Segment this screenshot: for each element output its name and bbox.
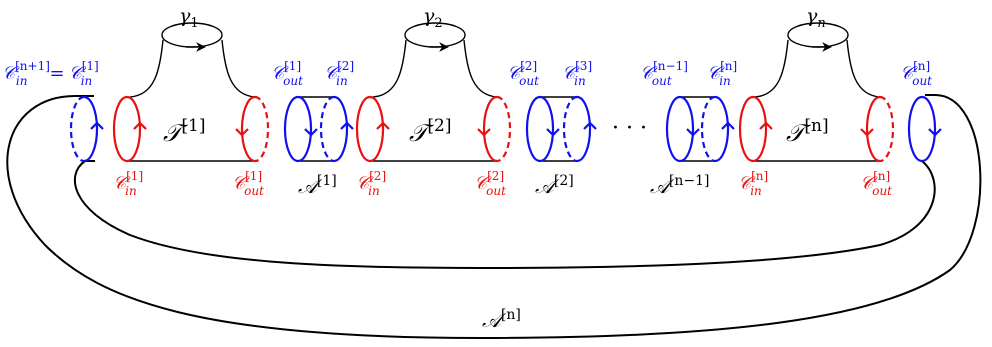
pants-1-label: 𝒯[1] bbox=[163, 116, 205, 147]
circle-cout-2-blue-right-half bbox=[539, 95, 555, 163]
circle-cout-n-blue-left-half bbox=[907, 95, 923, 163]
circle-cout-n-1-blue-left-half bbox=[665, 95, 681, 163]
pants-1-top-curve bbox=[129, 39, 256, 98]
pants-2 bbox=[370, 22, 499, 162]
blue-label-cout-1: 𝒞[1]out bbox=[271, 59, 303, 88]
circle-cout-2-red-right-half bbox=[496, 95, 512, 163]
circle-cout-1-red bbox=[235, 95, 270, 163]
annulus-2-label: 𝒜[2] bbox=[535, 173, 574, 198]
circle-cout-1-red-right-half bbox=[254, 95, 270, 163]
circle-cin-1-red-right-half bbox=[126, 95, 142, 163]
circle-cin-n-red-arrow bbox=[759, 121, 773, 130]
circle-cout-n-blue-arrow bbox=[928, 128, 942, 137]
gamma-1-label: γ1 bbox=[179, 5, 199, 31]
circle-cin-3-blue bbox=[562, 95, 597, 163]
pants-2-label: 𝒯[2] bbox=[409, 116, 451, 147]
circle-cin-2-red bbox=[355, 95, 390, 163]
outer-tube-outer-curve bbox=[6, 94, 982, 340]
circle-cout-n-1-blue-right-half bbox=[679, 95, 695, 163]
annulus-n-1-label: 𝒜[n−1] bbox=[650, 173, 710, 198]
annulus-1-label: 𝒜[1] bbox=[298, 173, 337, 198]
circle-cout-2-red-arrow bbox=[477, 128, 491, 137]
circle-cin-2-blue-right-half bbox=[333, 95, 349, 163]
circle-cout-2-blue-left-half bbox=[525, 95, 541, 163]
circle-cout-n-red bbox=[860, 95, 895, 163]
circle-cin-2-blue-left-half bbox=[319, 95, 335, 163]
pants-2-top-curve bbox=[372, 39, 498, 98]
circle-cout-n-red-arrow bbox=[860, 128, 874, 137]
circle-cout-1-red-arrow bbox=[235, 128, 249, 137]
annulus-tubes bbox=[296, 96, 716, 162]
annulus-n-label: 𝒜[n] bbox=[482, 307, 521, 332]
boundary-circles bbox=[69, 95, 942, 163]
pants-1 bbox=[127, 22, 258, 162]
circle-cin-3-blue-arrow bbox=[583, 121, 597, 130]
circle-cin-3-blue-left-half bbox=[562, 95, 578, 163]
circle-cout-n-red-right-half bbox=[879, 95, 895, 163]
circle-cout-2-blue-arrow bbox=[546, 128, 560, 137]
loop-labels: γ1 γ2 γn bbox=[179, 5, 826, 31]
circle-cin-n-red-right-half bbox=[752, 95, 768, 163]
circle-cout-n-blue bbox=[907, 95, 942, 163]
red-label-cin-1: 𝒞[1]in bbox=[113, 169, 143, 198]
circle-cin-3-blue-right-half bbox=[576, 95, 592, 163]
pants-labels: 𝒯[1] 𝒯[2] 𝒯[n] bbox=[163, 116, 829, 147]
circle-cout-2-red-left-half bbox=[482, 95, 498, 163]
circle-cout-n-1-blue bbox=[665, 95, 700, 163]
blue-label-cin-n1-eq-cin-1: 𝒞[n+1]in=𝒞[1]in bbox=[2, 59, 99, 88]
circle-cout-n-blue-right-half bbox=[921, 95, 937, 163]
red-label-cin-2: 𝒞[2]in bbox=[356, 169, 386, 198]
outer-annulus bbox=[6, 94, 982, 340]
circle-cout-n-red-left-half bbox=[865, 95, 881, 163]
circle-cout-1-blue bbox=[283, 95, 318, 163]
circle-cout-1-red-left-half bbox=[240, 95, 256, 163]
circle-cin-2-red-left-half bbox=[355, 95, 371, 163]
circle-cin-n1-blue-arrow bbox=[90, 121, 104, 130]
red-label-cin-n: 𝒞[n]in bbox=[738, 169, 768, 198]
circle-cin-n-blue-right-half bbox=[714, 95, 730, 163]
blue-circle-labels: 𝒞[n+1]in=𝒞[1]in 𝒞[1]out 𝒞[2]in 𝒞[2]out 𝒞… bbox=[2, 59, 932, 88]
circle-cout-n-1-blue-arrow bbox=[686, 128, 700, 137]
pants-n-top-curve bbox=[754, 39, 881, 98]
circle-cin-n-blue-arrow bbox=[721, 121, 735, 130]
circle-cin-1-red bbox=[112, 95, 147, 163]
ellipsis-dots: · · · bbox=[612, 116, 647, 141]
circle-cin-n1-blue bbox=[69, 95, 104, 163]
blue-label-cin-n: 𝒞[n]in bbox=[707, 59, 737, 88]
blue-label-cin-3: 𝒞[3]in bbox=[562, 59, 592, 88]
circle-cout-2-red bbox=[477, 95, 512, 163]
circle-cin-2-blue-arrow bbox=[340, 121, 354, 130]
circle-cin-1-red-left-half bbox=[112, 95, 128, 163]
circle-cin-n-blue-left-half bbox=[700, 95, 716, 163]
pants-n bbox=[752, 22, 882, 162]
circle-cin-n-red bbox=[738, 95, 773, 163]
circle-cin-2-red-arrow bbox=[376, 121, 390, 130]
circle-cin-2-blue bbox=[319, 95, 354, 163]
circle-cin-2-red-right-half bbox=[369, 95, 385, 163]
circle-cout-2-blue bbox=[525, 95, 560, 163]
circle-cout-1-blue-left-half bbox=[283, 95, 299, 163]
circle-cout-1-blue-arrow bbox=[304, 128, 318, 137]
pants-n-label: 𝒯[n] bbox=[786, 116, 829, 147]
blue-label-cout-n: 𝒞[n]out bbox=[900, 59, 932, 88]
circle-cin-n-red-left-half bbox=[738, 95, 754, 163]
gamma-2-label: γ2 bbox=[423, 5, 443, 31]
circle-cin-n1-blue-right-half bbox=[83, 95, 99, 163]
blue-label-cin-2: 𝒞[2]in bbox=[324, 59, 354, 88]
red-label-cout-n: 𝒞[n]out bbox=[860, 169, 892, 198]
red-circle-labels: 𝒞[1]in 𝒞[1]out 𝒞[2]in 𝒞[2]out 𝒞[n]in 𝒞[n… bbox=[113, 169, 892, 198]
gamma-n-label: γn bbox=[806, 5, 826, 31]
circle-cin-n-blue bbox=[700, 95, 735, 163]
circle-cin-1-red-arrow bbox=[133, 121, 147, 130]
circle-cout-1-blue-right-half bbox=[297, 95, 313, 163]
outer-tube-inner-curve bbox=[73, 160, 936, 270]
circle-cin-n1-blue-left-half bbox=[69, 95, 85, 163]
red-label-cout-2: 𝒞[2]out bbox=[474, 169, 506, 198]
blue-label-cout-n-1: 𝒞[n−1]out bbox=[640, 59, 688, 88]
red-label-cout-1: 𝒞[1]out bbox=[232, 169, 264, 198]
blue-label-cout-2: 𝒞[2]out bbox=[507, 59, 539, 88]
